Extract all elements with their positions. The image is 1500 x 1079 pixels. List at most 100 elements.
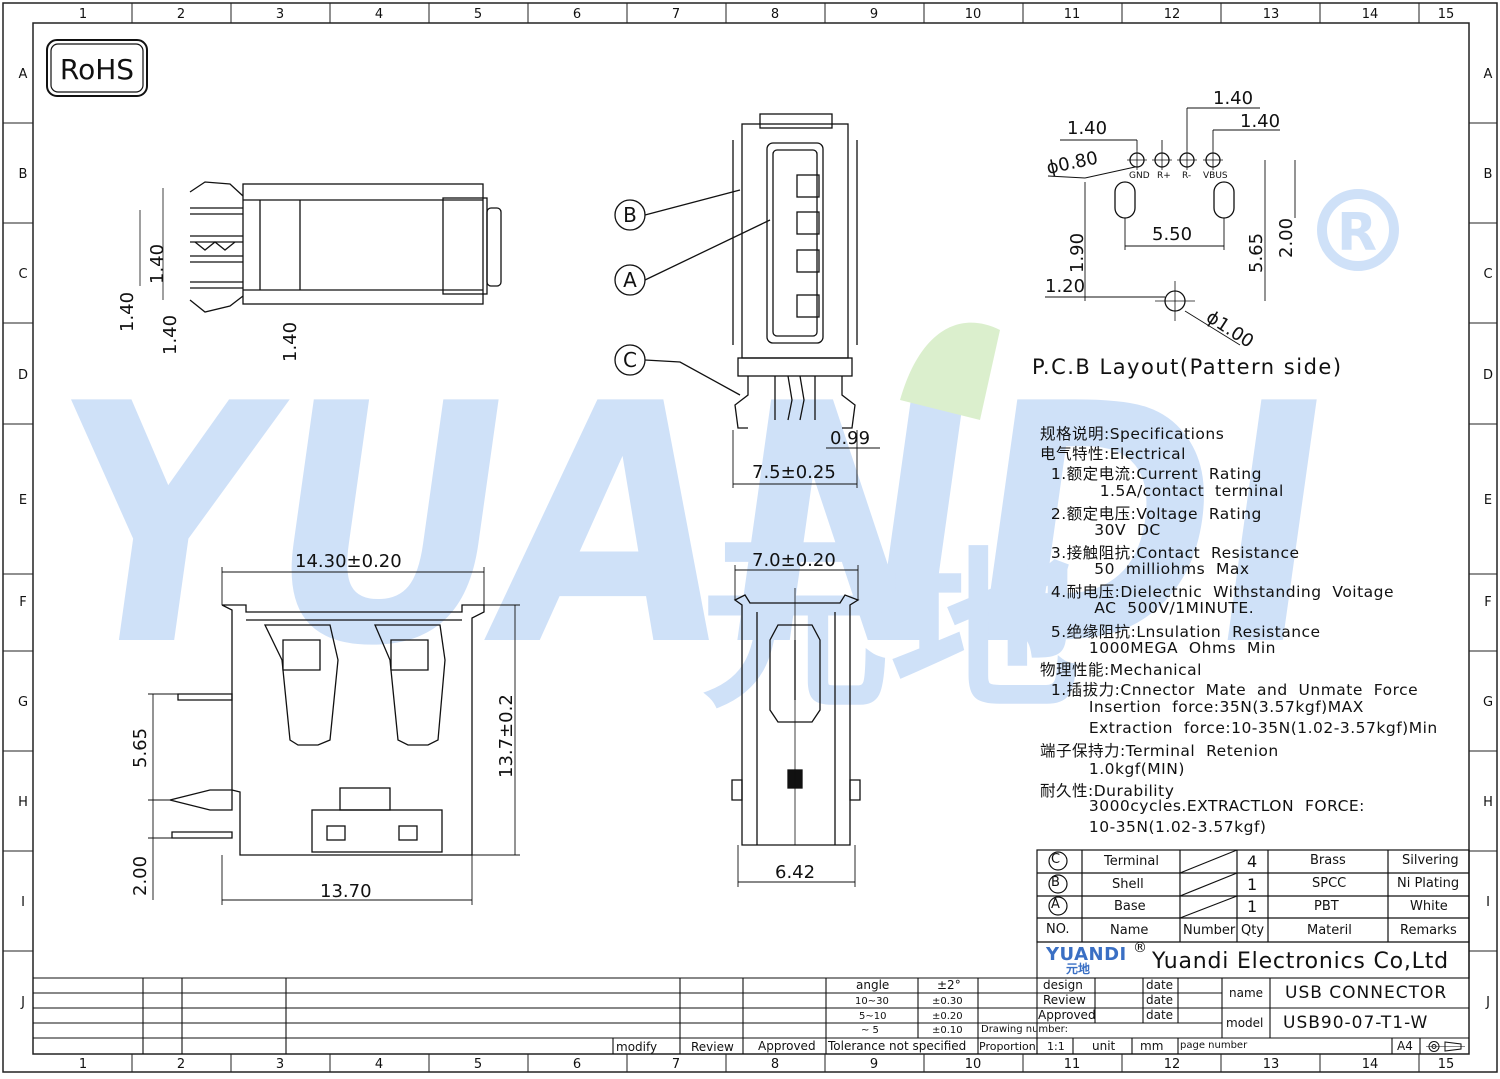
grid-col-label: 4 <box>375 7 383 22</box>
tol-value-3: ±0.10 <box>932 1025 963 1036</box>
svg-text:YUANDI: YUANDI <box>24 335 1353 719</box>
pcb-dim-3: 1.40 <box>1240 111 1280 132</box>
grid-col-label: 14 <box>1362 1057 1379 1072</box>
grid-col-label: 14 <box>1362 7 1379 22</box>
front-view-callouts <box>614 189 771 396</box>
bom-row-c-qty: 4 <box>1247 852 1258 871</box>
callout-a: A <box>623 268 637 292</box>
grid-row-label: F <box>1484 595 1491 610</box>
label-date-1: date <box>1146 978 1174 992</box>
bom-header-qty: Qty <box>1241 923 1265 938</box>
pcb-dim-2: 1.40 <box>1213 88 1253 109</box>
grid-col-label: 2 <box>177 1057 185 1072</box>
spec-line: 5.绝缘阻抗:Lnsulation Resistance <box>1040 623 1321 641</box>
label-unit: unit <box>1092 1039 1116 1053</box>
dim-side-200: 2.00 <box>130 856 151 896</box>
grid-row-label: J <box>20 995 25 1010</box>
grid-row-label: D <box>18 368 28 383</box>
bom-row-c-material: Brass <box>1310 853 1346 868</box>
spec-line: 1.插拔力:Cnnector Mate and Unmate Force <box>1040 681 1419 699</box>
dim-side-width: 14.30±0.20 <box>295 551 402 572</box>
top-view <box>139 181 502 313</box>
bom-header-no: NO. <box>1046 922 1070 937</box>
label-drawing-number: Drawing number: <box>981 1024 1068 1035</box>
pcb-dim-190: 1.90 <box>1067 233 1088 273</box>
spec-line: 端子保持力:Terminal Retenion <box>1040 742 1279 760</box>
pcb-dim-120: 1.20 <box>1045 276 1085 297</box>
tol-range-2: 5~10 <box>859 1011 887 1022</box>
spec-line: 4.耐电压:Dielectnic Withstanding Voitage <box>1040 583 1395 601</box>
grid-row-label: E <box>1484 493 1492 508</box>
bom-row-b-no: B <box>1051 875 1060 890</box>
label-approved: Approved <box>1038 1008 1096 1022</box>
grid-col-label: 11 <box>1064 1057 1081 1072</box>
spec-line: 规格说明:Specifications <box>1040 425 1225 443</box>
label-model: model <box>1226 1016 1264 1030</box>
bom-row-b-qty: 1 <box>1247 875 1258 894</box>
footer-modify: modify <box>616 1040 658 1054</box>
bom-header-number: Number <box>1183 923 1236 938</box>
spec-line: 2.额定电压:Voltage Rating <box>1040 505 1262 523</box>
tol-angle-value: ±2° <box>937 978 961 992</box>
grid-col-label: 6 <box>573 1057 581 1072</box>
dim-rear-bottom: 6.42 <box>775 862 815 883</box>
spec-line: 3000cycles.EXTRACTLON FORCE: <box>1040 797 1365 815</box>
bom-table <box>1036 849 1470 943</box>
bom-row-b-material: SPCC <box>1312 876 1347 891</box>
grid-col-label: 4 <box>375 1057 383 1072</box>
spec-line: 1000MEGA Ohms Min <box>1040 639 1276 657</box>
svg-text:1.40: 1.40 <box>280 322 301 362</box>
footer-approved: Approved <box>758 1039 816 1053</box>
grid-col-label: 5 <box>474 1057 482 1072</box>
bom-row-b-name: Shell <box>1112 877 1144 892</box>
pcb-dim-565: 5.65 <box>1246 233 1267 273</box>
registered-mark: ® <box>1133 940 1147 956</box>
spec-line: 电气特性:Electrical <box>1040 445 1186 463</box>
grid-col-label: 10 <box>965 7 982 22</box>
svg-text:1.40: 1.40 <box>147 244 168 284</box>
pin-gnd: GND <box>1129 171 1150 181</box>
bom-row-a-material: PBT <box>1314 899 1339 914</box>
grid-col-label: 13 <box>1263 7 1280 22</box>
pin-vbus: VBUS <box>1203 171 1228 181</box>
label-proportion: Proportion <box>979 1040 1036 1053</box>
grid-col-label: 11 <box>1064 7 1081 22</box>
label-date-3: date <box>1146 1008 1174 1022</box>
grid-col-label: 9 <box>870 1057 878 1072</box>
grid-col-label: 13 <box>1263 1057 1280 1072</box>
dim-rear-width: 7.0±0.20 <box>752 550 836 571</box>
spec-line: 50 milliohms Max <box>1040 560 1250 578</box>
label-design: design <box>1043 978 1083 992</box>
grid-row-label: E <box>19 493 27 508</box>
svg-text:1.40: 1.40 <box>117 292 138 332</box>
dim-099: 0.99 <box>830 428 870 449</box>
grid-row-label: F <box>19 595 26 610</box>
grid-row-label: C <box>18 267 27 282</box>
grid-row-label: J <box>1485 995 1490 1010</box>
grid-col-label: 2 <box>177 7 185 22</box>
grid-col-label: 12 <box>1164 7 1181 22</box>
grid-col-label: 1 <box>79 7 87 22</box>
grid-col-label: 8 <box>771 7 779 22</box>
company-logo-cn: 元地 <box>1066 962 1091 976</box>
grid-col-label: 9 <box>870 7 878 22</box>
grid-row-label: I <box>21 895 25 910</box>
spec-line: 1.5A/contact terminal <box>1040 482 1284 500</box>
spec-line: 耐久性:Durability <box>1040 782 1175 800</box>
dim-side-bottom: 13.70 <box>320 881 372 902</box>
grid-row-label: C <box>1483 267 1492 282</box>
bom-row-a-qty: 1 <box>1247 897 1258 916</box>
front-view <box>732 113 858 429</box>
spec-line: 1.0kgf(MIN) <box>1040 760 1185 778</box>
spec-line: 3.接触阻抗:Contact Resistance <box>1040 544 1300 562</box>
bom-row-c-remarks: Silvering <box>1402 853 1459 868</box>
spec-line: 10-35N(1.02-3.57kgf) <box>1040 818 1267 836</box>
bom-row-a-remarks: White <box>1410 899 1448 914</box>
tol-range-1: 10~30 <box>855 996 889 1007</box>
label-review: Review <box>1043 993 1086 1007</box>
dim-side-565: 5.65 <box>130 728 151 768</box>
label-date-2: date <box>1146 993 1174 1007</box>
bom-row-c-no: C <box>1051 852 1061 867</box>
